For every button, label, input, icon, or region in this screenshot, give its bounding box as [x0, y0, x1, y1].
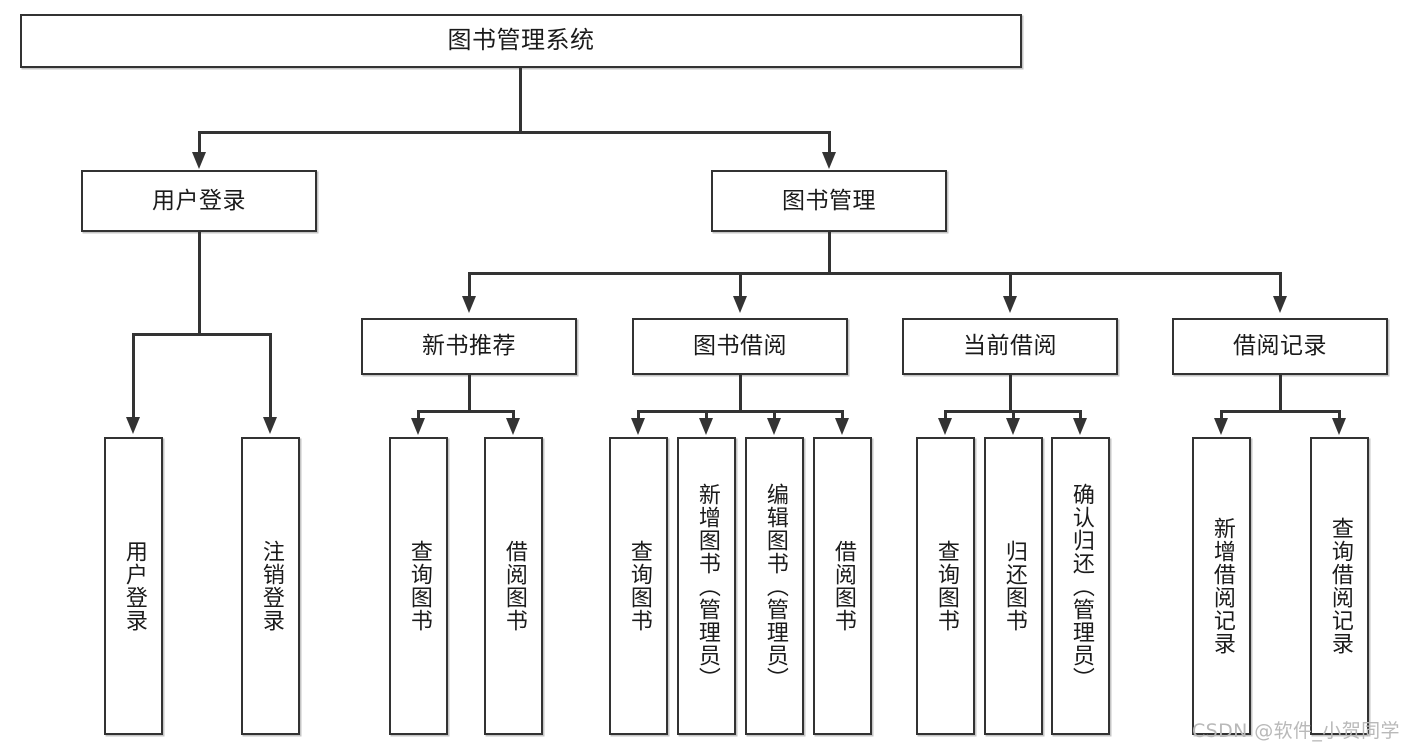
edge-newbook-bus: [417, 410, 514, 413]
node-label: 用户登录: [121, 540, 147, 632]
node-borrow-records[interactable]: 借阅记录: [1172, 318, 1388, 375]
edge-login-stem: [198, 232, 201, 333]
node-label: 用户登录: [152, 187, 246, 214]
edge-root-to-bookmgmt: [828, 131, 831, 155]
edge-login-to-logout-leaf: [269, 333, 272, 419]
node-user-login[interactable]: 用户登录: [81, 170, 317, 232]
node-label: 查询图书: [933, 540, 959, 632]
node-label: 借阅记录: [1233, 333, 1327, 360]
edge-current-to-query: [944, 410, 947, 418]
arrowhead-records-to-add: [1214, 418, 1228, 435]
arrowhead-borrow-to-add: [699, 418, 713, 435]
leaf-return-book[interactable]: 归还图书: [984, 437, 1043, 735]
arrowhead-borrow-to-query: [631, 418, 645, 435]
node-label: 新书推荐: [422, 333, 516, 360]
edge-newbook-stem: [468, 375, 471, 410]
arrowhead-login-to-logout-leaf: [263, 417, 277, 434]
arrowhead-newbook-to-query: [411, 418, 425, 435]
edge-bookmgmt-to-borrow: [739, 272, 742, 298]
arrowhead-current-to-confirm: [1073, 418, 1087, 435]
node-label: 查询借阅记录: [1327, 517, 1353, 655]
edge-records-bus: [1220, 410, 1341, 413]
leaf-borrow-book-newbook[interactable]: 借阅图书: [484, 437, 543, 735]
node-label: 新增图书（管理员）: [694, 482, 720, 690]
leaf-user-login[interactable]: 用户登录: [104, 437, 163, 735]
edge-borrow-to-add: [705, 410, 708, 418]
node-current-borrow[interactable]: 当前借阅: [902, 318, 1118, 375]
node-label: 归还图书: [1001, 540, 1027, 632]
node-label: 当前借阅: [963, 333, 1057, 360]
node-label: 新增借阅记录: [1209, 517, 1235, 655]
leaf-logout[interactable]: 注销登录: [241, 437, 300, 735]
edge-root-stem: [519, 68, 522, 131]
arrowhead-bookmgmt-to-newbook: [462, 296, 476, 313]
edge-borrow-stem: [739, 375, 742, 410]
edge-current-to-confirm: [1079, 410, 1082, 418]
edge-login-to-user-login-leaf: [132, 333, 135, 419]
edge-login-bus: [132, 333, 270, 336]
arrowhead-login-to-user-login-leaf: [126, 417, 140, 434]
csdn-watermark: CSDN @软件_小贺同学: [1192, 720, 1400, 742]
edge-records-stem: [1279, 375, 1282, 410]
leaf-query-borrow-record[interactable]: 查询借阅记录: [1310, 437, 1369, 735]
leaf-query-book-borrow[interactable]: 查询图书: [609, 437, 668, 735]
edge-root-to-login: [198, 131, 201, 155]
node-root-system[interactable]: 图书管理系统: [20, 14, 1022, 68]
edge-bookmgmt-bus: [468, 272, 1281, 275]
node-label: 图书借阅: [693, 333, 787, 360]
node-label: 图书管理: [782, 187, 876, 214]
leaf-query-book-current[interactable]: 查询图书: [916, 437, 975, 735]
arrowhead-current-to-return: [1006, 418, 1020, 435]
arrowhead-bookmgmt-to-borrow: [733, 296, 747, 313]
node-new-book-recommend[interactable]: 新书推荐: [361, 318, 577, 375]
edge-newbook-to-query: [417, 410, 420, 418]
edge-bookmgmt-stem: [828, 232, 831, 272]
node-label: 查询图书: [626, 540, 652, 632]
node-book-management[interactable]: 图书管理: [711, 170, 947, 232]
arrowhead-current-to-query: [938, 418, 952, 435]
arrowhead-borrow-to-edit: [767, 418, 781, 435]
arrowhead-records-to-query: [1332, 418, 1346, 435]
leaf-lend-book[interactable]: 借阅图书: [813, 437, 872, 735]
edge-borrow-to-lend: [841, 410, 844, 418]
node-label: 确认归还（管理员）: [1068, 482, 1094, 690]
node-label: 借阅图书: [501, 540, 527, 632]
edge-current-to-return: [1012, 410, 1015, 418]
arrowhead-newbook-to-borrowbook: [506, 418, 520, 435]
node-label: 图书管理系统: [447, 26, 595, 55]
edge-borrow-to-query: [637, 410, 640, 418]
edge-records-to-query: [1338, 410, 1341, 418]
node-book-borrow[interactable]: 图书借阅: [632, 318, 848, 375]
edge-root-bus: [198, 131, 830, 134]
node-label: 注销登录: [258, 540, 284, 632]
leaf-add-book-admin[interactable]: 新增图书（管理员）: [677, 437, 736, 735]
edge-borrow-to-edit: [773, 410, 776, 418]
leaf-edit-book-admin[interactable]: 编辑图书（管理员）: [745, 437, 804, 735]
edge-records-to-add: [1220, 410, 1223, 418]
arrowhead-bookmgmt-to-current: [1003, 296, 1017, 313]
edge-bookmgmt-to-records: [1279, 272, 1282, 298]
edge-bookmgmt-to-newbook: [468, 272, 471, 298]
arrowhead-bookmgmt-to-records: [1273, 296, 1287, 313]
node-label: 编辑图书（管理员）: [762, 482, 788, 690]
node-label: 查询图书: [406, 540, 432, 632]
arrowhead-borrow-to-lend: [835, 418, 849, 435]
edge-bookmgmt-to-current: [1009, 272, 1012, 298]
node-label: 借阅图书: [830, 540, 856, 632]
arrowhead-root-to-bookmgmt: [822, 152, 836, 169]
edge-newbook-to-borrowbook: [512, 410, 515, 418]
edge-borrow-bus: [637, 410, 843, 413]
leaf-add-borrow-record[interactable]: 新增借阅记录: [1192, 437, 1251, 735]
arrowhead-root-to-login: [192, 152, 206, 169]
leaf-confirm-return-admin[interactable]: 确认归还（管理员）: [1051, 437, 1110, 735]
edge-current-stem: [1009, 375, 1012, 410]
leaf-query-book-newbook[interactable]: 查询图书: [389, 437, 448, 735]
